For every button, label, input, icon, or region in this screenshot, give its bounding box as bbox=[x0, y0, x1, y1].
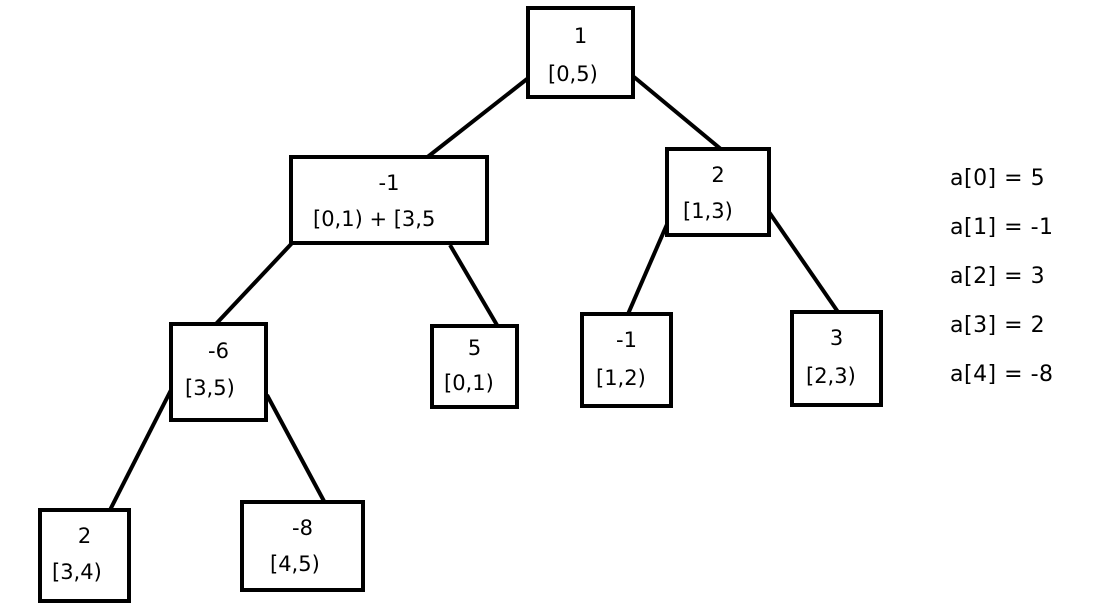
node-value: 2 bbox=[711, 163, 725, 187]
tree-node-n35: -6 [3,5) bbox=[169, 322, 268, 422]
node-value: 5 bbox=[467, 336, 482, 360]
node-range: [1,2) bbox=[596, 366, 646, 390]
tree-node-n34: 2 [3,4) bbox=[38, 508, 131, 603]
tree-edge bbox=[767, 210, 840, 314]
node-value: 3 bbox=[829, 326, 844, 350]
node-range: [1,3) bbox=[683, 199, 733, 223]
tree-node-n12: -1 [1,2) bbox=[580, 312, 673, 408]
node-range: [3,4) bbox=[52, 560, 102, 584]
tree-node-n13: 2 [1,3) bbox=[665, 147, 771, 237]
node-range: [0,5) bbox=[548, 62, 598, 86]
node-value: -1 bbox=[378, 171, 400, 195]
node-range: [2,3) bbox=[806, 364, 856, 388]
tree-edge bbox=[213, 239, 296, 327]
tree-edge bbox=[448, 243, 506, 339]
tree-node-n01_35: -1 [0,1) + [3,5 bbox=[289, 155, 489, 245]
node-value: 2 bbox=[77, 524, 92, 548]
array-entry: a[2] = 3 bbox=[950, 264, 1046, 289]
tree-edge bbox=[632, 75, 724, 152]
tree-edge bbox=[626, 221, 670, 315]
array-entry: a[1] = -1 bbox=[950, 215, 1054, 240]
array-entry: a[3] = 2 bbox=[950, 313, 1046, 338]
array-entry: a[4] = -8 bbox=[950, 362, 1054, 387]
tree-node-n45: -8 [4,5) bbox=[240, 500, 365, 592]
node-value: 1 bbox=[573, 24, 588, 48]
tree-node-n23: 3 [2,3) bbox=[790, 310, 883, 407]
array-entry: a[0] = 5 bbox=[950, 166, 1046, 191]
node-value: -8 bbox=[292, 516, 313, 540]
tree-edge bbox=[265, 394, 327, 504]
node-range: [0,1) + [3,5 bbox=[313, 207, 436, 231]
tree-edge bbox=[423, 77, 529, 161]
node-value: -6 bbox=[208, 339, 229, 363]
tree-edge bbox=[108, 389, 173, 511]
node-range: [4,5) bbox=[270, 552, 320, 576]
node-range: [3,5) bbox=[185, 376, 235, 400]
node-value: -1 bbox=[616, 328, 637, 352]
node-range: [0,1) bbox=[444, 371, 494, 395]
tree-node-root: 1 [0,5) bbox=[526, 6, 635, 99]
tree-node-n01: 5 [0,1) bbox=[430, 324, 519, 409]
